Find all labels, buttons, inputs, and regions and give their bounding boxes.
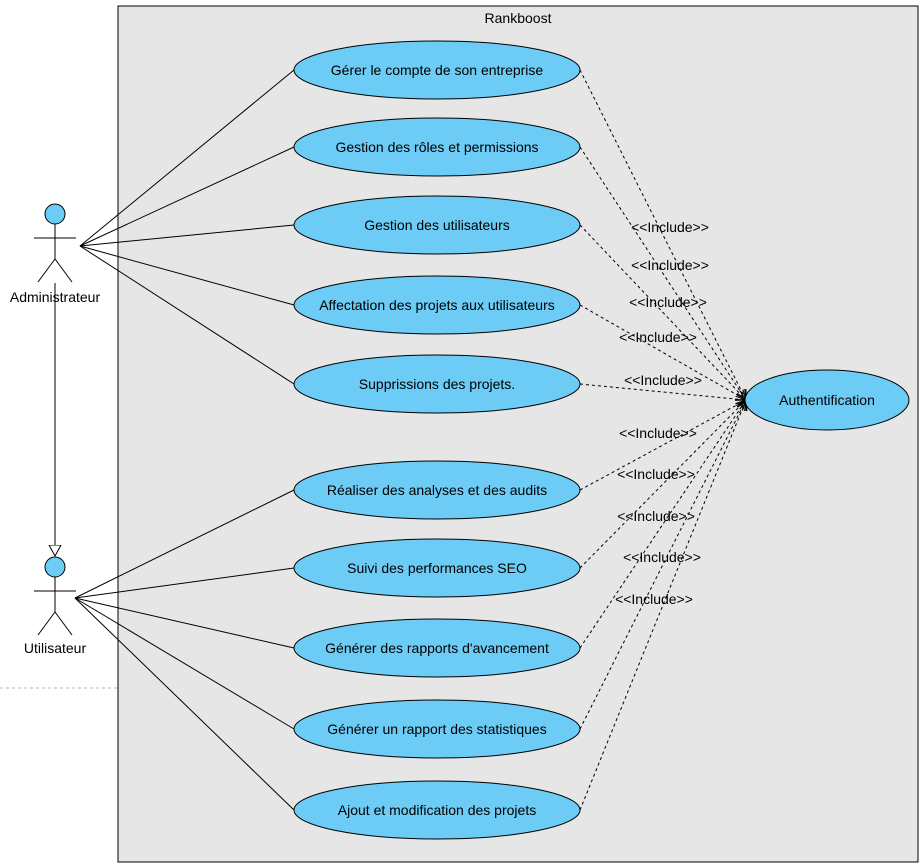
include-line bbox=[579, 304, 746, 400]
use-case-uc2[interactable]: Gestion des rôles et permissions bbox=[293, 117, 581, 177]
use-case-label: Gestion des utilisateurs bbox=[364, 217, 510, 233]
association-line bbox=[79, 69, 295, 247]
association-lines bbox=[74, 69, 295, 811]
use-case-label: Gestion des rôles et permissions bbox=[335, 139, 538, 155]
use-case-uc8[interactable]: Générer des rapports d'avancement bbox=[293, 618, 581, 678]
use-case-label: Gérer le compte de son entreprise bbox=[331, 62, 544, 78]
use-case-label: Supprissions des projets. bbox=[359, 376, 515, 392]
association-line bbox=[79, 245, 295, 306]
include-label: <<Include>> bbox=[631, 257, 709, 273]
system-title: Rankboost bbox=[485, 10, 552, 26]
use-case-label: Suivi des performances SEO bbox=[347, 560, 527, 576]
use-case-uc3[interactable]: Gestion des utilisateurs bbox=[293, 195, 581, 255]
include-label: <<Include>> bbox=[624, 372, 702, 388]
include-line bbox=[579, 400, 746, 491]
actor-label: Utilisateur bbox=[24, 640, 87, 656]
include-label: <<Include>> bbox=[615, 591, 693, 607]
include-label: <<Include>> bbox=[631, 219, 709, 235]
include-label: <<Include>> bbox=[619, 329, 697, 345]
association-line bbox=[74, 597, 295, 811]
use-case-label: Authentification bbox=[779, 392, 875, 408]
use-case-uc9[interactable]: Générer un rapport des statistiques bbox=[293, 699, 581, 759]
include-line bbox=[579, 146, 746, 400]
actor-head bbox=[44, 556, 66, 578]
actor-utilisateur[interactable]: Utilisateur bbox=[24, 556, 87, 656]
association-line bbox=[74, 567, 295, 599]
association-line bbox=[79, 224, 295, 247]
use-case-label: Ajout et modification des projets bbox=[338, 802, 536, 818]
use-case-authentification[interactable]: Authentification bbox=[744, 369, 910, 431]
include-line bbox=[579, 383, 746, 400]
include-relations: <<Include>> <<Include>> <<Include>> <<Inclu… bbox=[579, 69, 746, 811]
use-case-uc1[interactable]: Gérer le compte de son entreprise bbox=[293, 40, 581, 100]
use-case-uc6[interactable]: Réaliser des analyses et des audits bbox=[293, 460, 581, 520]
include-line bbox=[579, 400, 746, 649]
association-line bbox=[79, 146, 295, 247]
association-line bbox=[79, 245, 295, 385]
use-case-label: Générer un rapport des statistiques bbox=[327, 721, 546, 737]
association-line bbox=[74, 597, 295, 730]
use-case-uc7[interactable]: Suivi des performances SEO bbox=[293, 538, 581, 598]
actor-label: Administrateur bbox=[10, 289, 101, 305]
include-label: <<Include>> bbox=[617, 508, 695, 524]
include-line bbox=[579, 400, 746, 811]
include-line bbox=[579, 69, 746, 400]
use-case-label: Réaliser des analyses et des audits bbox=[327, 482, 547, 498]
use-case-uc10[interactable]: Ajout et modification des projets bbox=[293, 780, 581, 840]
include-label: <<Include>> bbox=[617, 466, 695, 482]
include-label: <<Include>> bbox=[619, 425, 697, 441]
include-label: <<Include>> bbox=[623, 549, 701, 565]
include-line bbox=[579, 400, 746, 730]
include-line bbox=[579, 224, 746, 400]
association-line bbox=[74, 489, 295, 599]
actor-administrateur[interactable]: Administrateur bbox=[10, 203, 101, 305]
use-case-uc5[interactable]: Supprissions des projets. bbox=[293, 354, 581, 414]
include-label: <<Include>> bbox=[629, 294, 707, 310]
use-case-uc4[interactable]: Affectation des projets aux utilisateurs bbox=[293, 275, 581, 335]
use-case-label: Affectation des projets aux utilisateurs bbox=[319, 297, 555, 313]
actor-head bbox=[44, 203, 66, 225]
use-case-label: Générer des rapports d'avancement bbox=[325, 640, 549, 656]
association-line bbox=[74, 597, 295, 649]
